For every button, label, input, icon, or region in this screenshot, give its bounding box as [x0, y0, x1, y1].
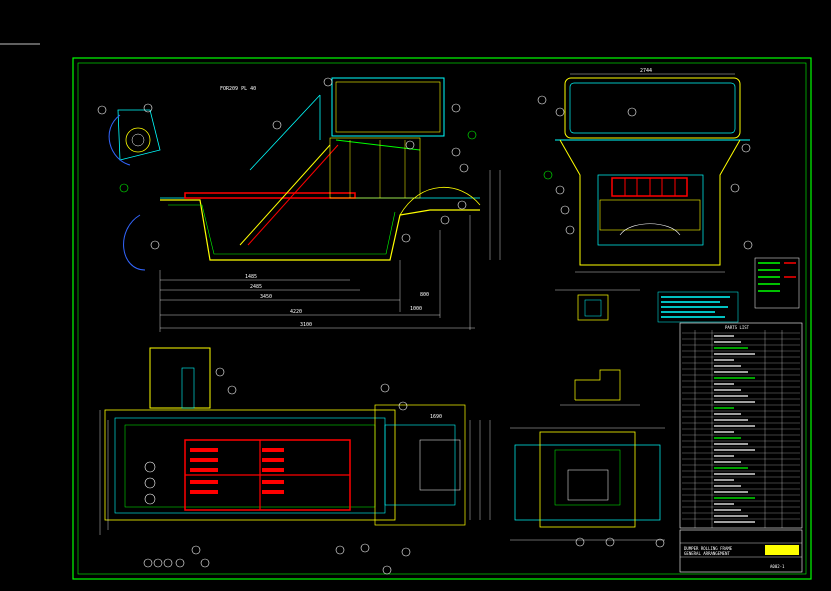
plan-red-slats [190, 448, 284, 494]
plan-outline [104, 409, 396, 521]
drawing-outer-border [72, 57, 812, 580]
dimension-lines [159, 170, 501, 332]
plan-cab-door [181, 367, 195, 409]
rear-body [539, 431, 636, 528]
section-inner [584, 299, 602, 317]
cab-green-line [335, 139, 421, 151]
dim-text: 800 [420, 292, 429, 298]
title-block[interactable]: DUMPER ROLLING FRAME GENERAL ARRANGEMENT… [679, 529, 803, 573]
company-logo [765, 545, 799, 555]
plan-rear-box [419, 439, 461, 491]
chassis-outline [160, 199, 480, 261]
plan-rear-inner [384, 424, 456, 506]
side-red-dividers [624, 178, 676, 196]
chassis-inner [168, 204, 396, 255]
plan-inner-cyan [114, 417, 386, 514]
plan-wheels [144, 461, 156, 505]
plan-dim-text: 1690 [430, 414, 442, 420]
detail-clamp [117, 109, 161, 161]
detail-pin-inner [131, 133, 145, 147]
ladder-diagonal-2 [247, 144, 339, 246]
section-detail[interactable] [555, 289, 640, 321]
dim-text: 4220 [290, 309, 302, 315]
rear-view[interactable] [510, 427, 665, 548]
side-cab-inner [569, 82, 736, 134]
handrail-diagonal [249, 94, 321, 171]
part-balloons [97, 77, 477, 250]
rear-inner [554, 449, 621, 506]
side-axle-arc [619, 223, 681, 236]
rear-balloons [575, 537, 665, 548]
detail-curve-blue-2 [123, 214, 146, 271]
dim-text: 2485 [250, 284, 262, 290]
plan-view[interactable]: 1690 [99, 347, 491, 575]
notes-block [657, 291, 739, 323]
side-cab [564, 77, 741, 139]
plan-balloons [143, 367, 411, 575]
plan-rear-section [374, 404, 466, 526]
joint-detail[interactable] [560, 369, 640, 406]
rear-fender [399, 186, 481, 216]
front-elevation-view[interactable]: FOR209 PL 40 [97, 77, 501, 332]
side-axle-box [599, 199, 701, 231]
ladder-diagonal [239, 144, 331, 246]
section-box [577, 294, 609, 321]
cab-support [329, 137, 421, 199]
cab-frame [331, 77, 445, 137]
side-body [559, 139, 741, 266]
top-dimension-label: 2744 [640, 68, 652, 74]
drawing-inner-border [77, 62, 807, 575]
red-beam [184, 192, 356, 199]
revision-legend [754, 257, 800, 309]
plan-dimension-lines [99, 410, 491, 535]
detail-pin-circle [125, 127, 151, 153]
parts-list-table[interactable]: PARTS LIST [679, 322, 803, 529]
rear-center [567, 469, 609, 501]
cab-inner [335, 81, 441, 133]
side-balloons [537, 95, 753, 250]
dim-text: 1485 [245, 274, 257, 280]
view-header-label: FOR209 PL 40 [220, 86, 256, 92]
dim-text: 1000 [410, 306, 422, 312]
dim-text: 3100 [300, 322, 312, 328]
rear-outer [514, 444, 661, 521]
bom-header: PARTS LIST [725, 325, 750, 330]
plan-cab [149, 347, 211, 409]
bom-rows [682, 332, 800, 523]
title-line1: DUMPER ROLLING FRAME [684, 546, 733, 551]
dim-text: 3450 [260, 294, 272, 300]
side-frame-box [597, 174, 704, 246]
drawing-number: A002-1 [770, 564, 785, 569]
detail-curve-blue [108, 114, 131, 166]
plan-inner-green [124, 424, 376, 508]
side-elevation-view[interactable]: 2744 [537, 68, 753, 273]
title-line2: GENERAL ARRANGEMENT [684, 551, 730, 556]
joint-shape [574, 369, 621, 401]
